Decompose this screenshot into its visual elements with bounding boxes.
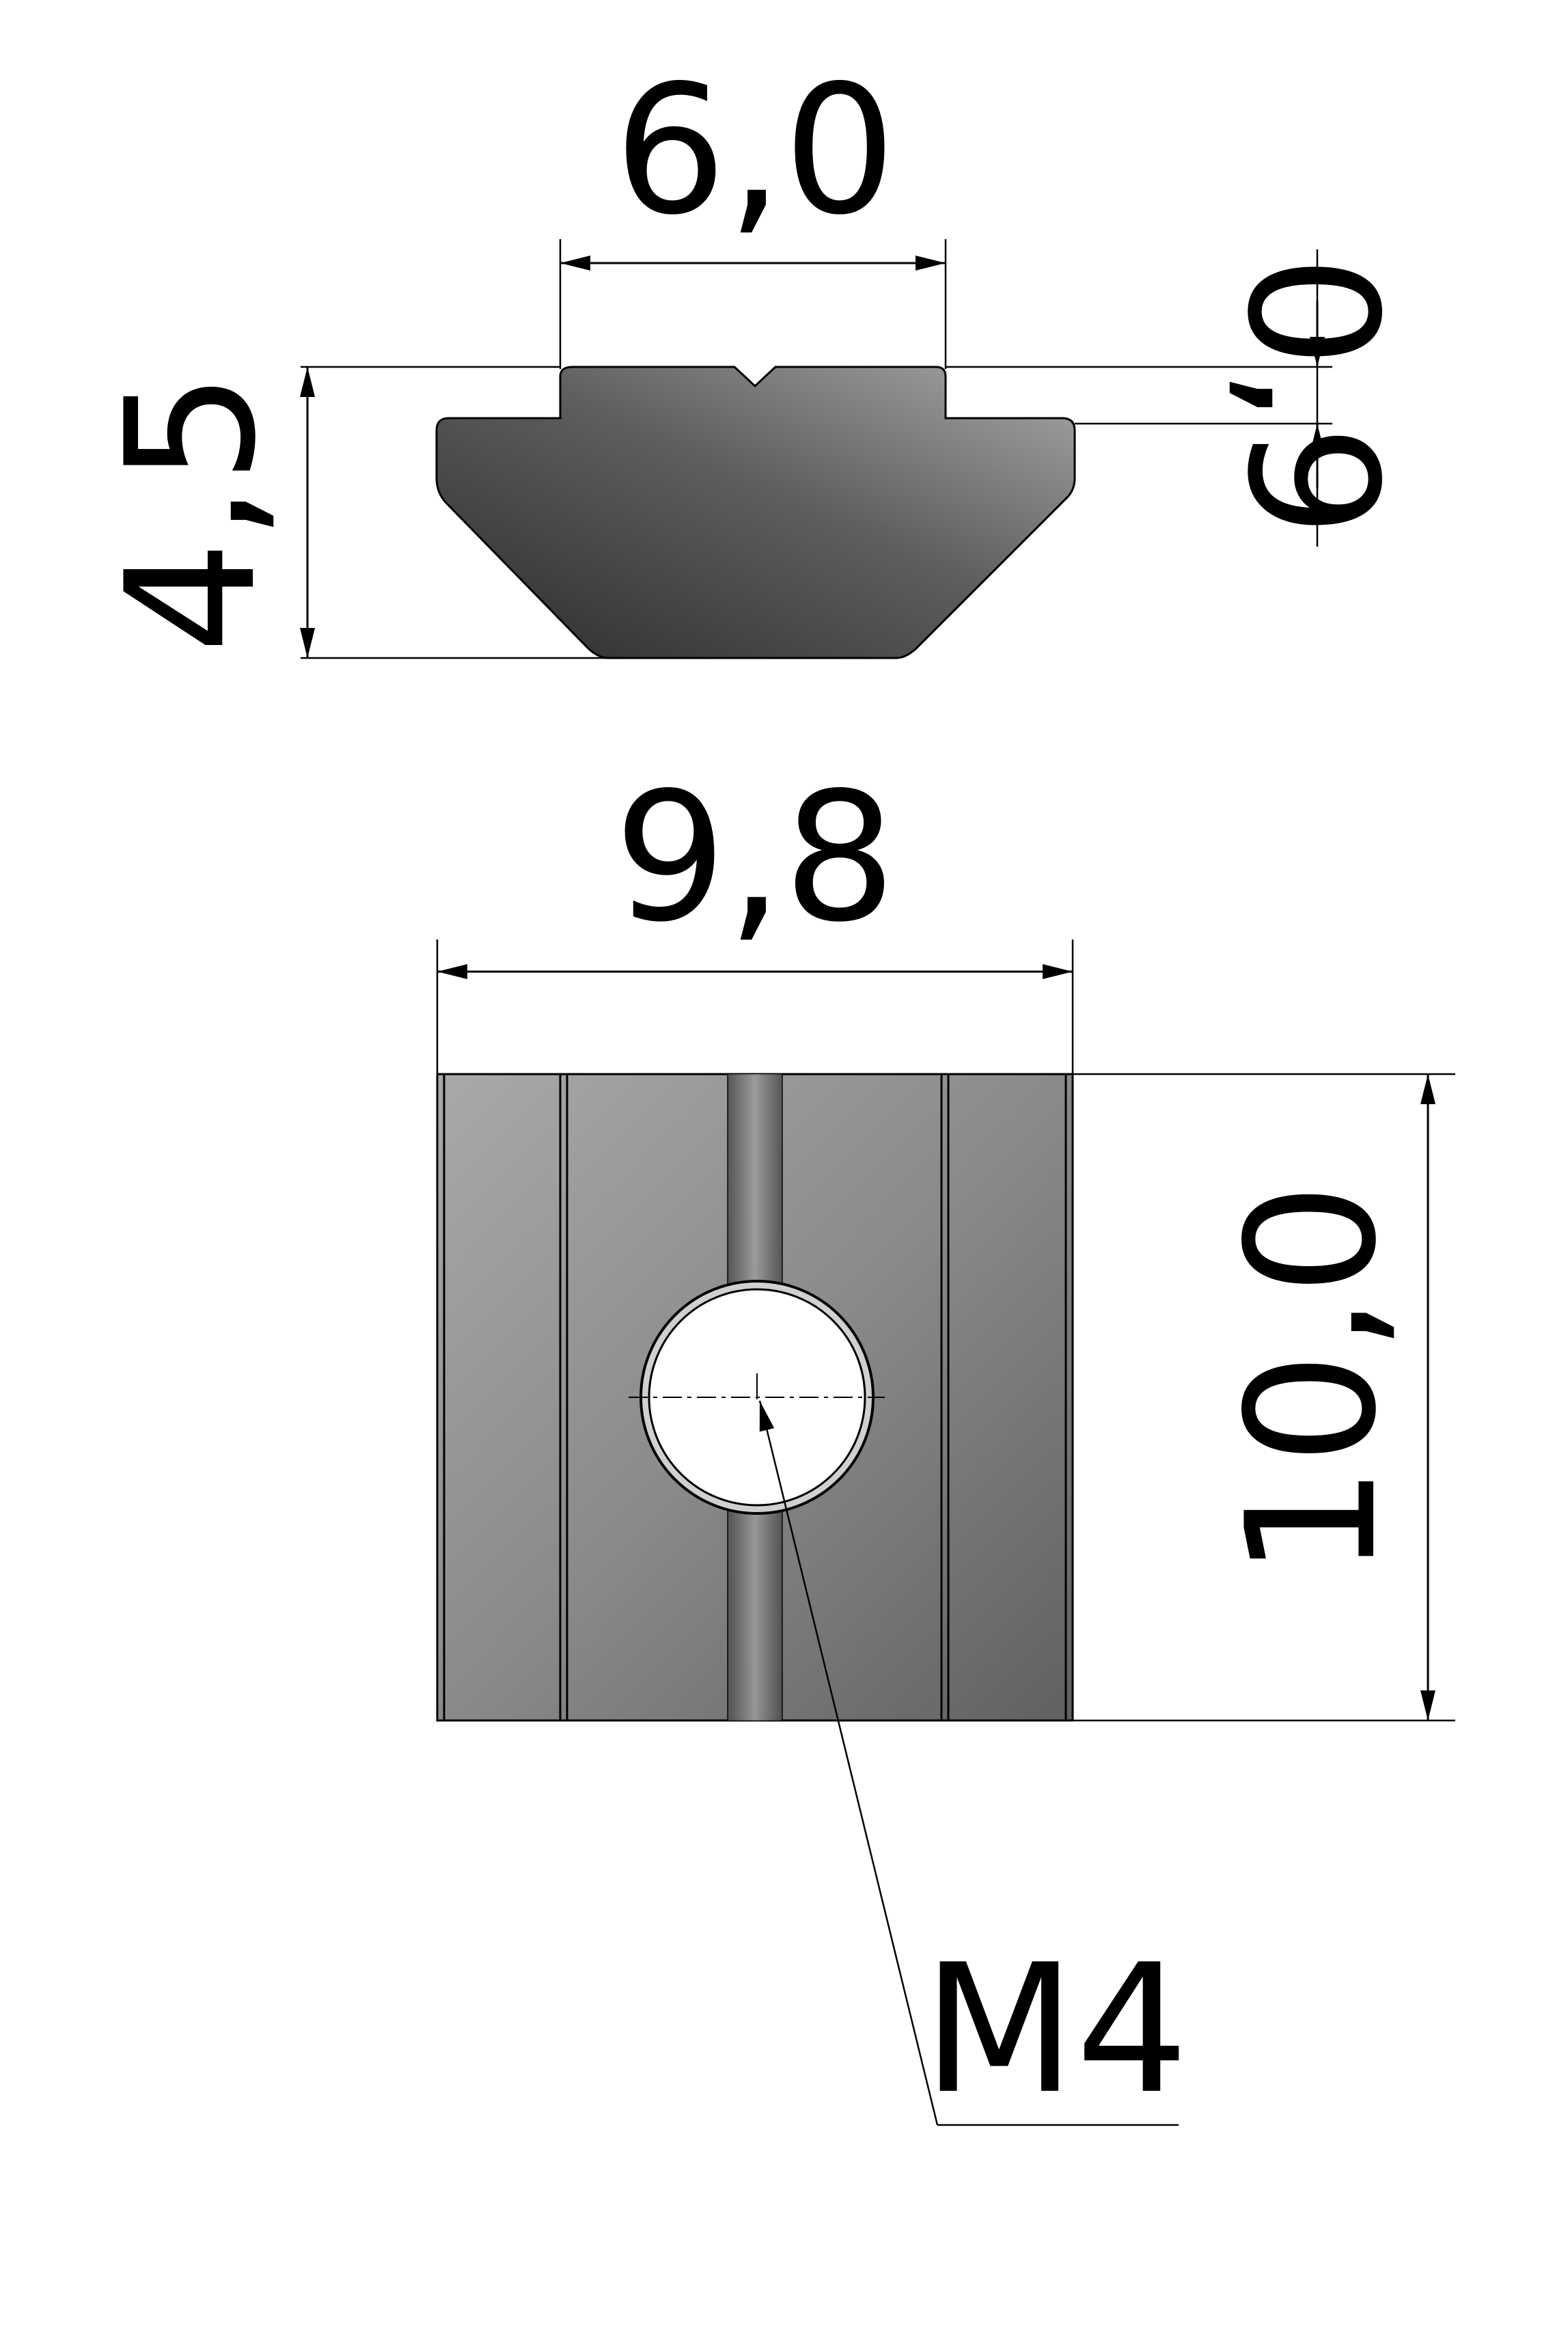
thread-leader bbox=[758, 1400, 1179, 2126]
dimension-step-label: 0,9 bbox=[1208, 255, 1414, 538]
nut-profile bbox=[435, 366, 1076, 659]
dimension-top-width-label: 6,0 bbox=[614, 48, 896, 254]
dimension-length-label: 10,0 bbox=[1209, 1183, 1416, 1578]
extension-lines-top bbox=[301, 239, 1332, 659]
profile-view: 6,0 4,5 0,9 bbox=[89, 48, 1414, 659]
extension-lines-front bbox=[436, 940, 1455, 1722]
face-grooves bbox=[443, 1074, 1067, 1720]
thread-callout-label: M4 bbox=[922, 1927, 1189, 2133]
front-view: 9,8 10,0 M4 bbox=[436, 755, 1455, 2133]
dimension-height-label: 4,5 bbox=[89, 371, 295, 654]
dimension-width-label: 9,8 bbox=[614, 755, 896, 961]
